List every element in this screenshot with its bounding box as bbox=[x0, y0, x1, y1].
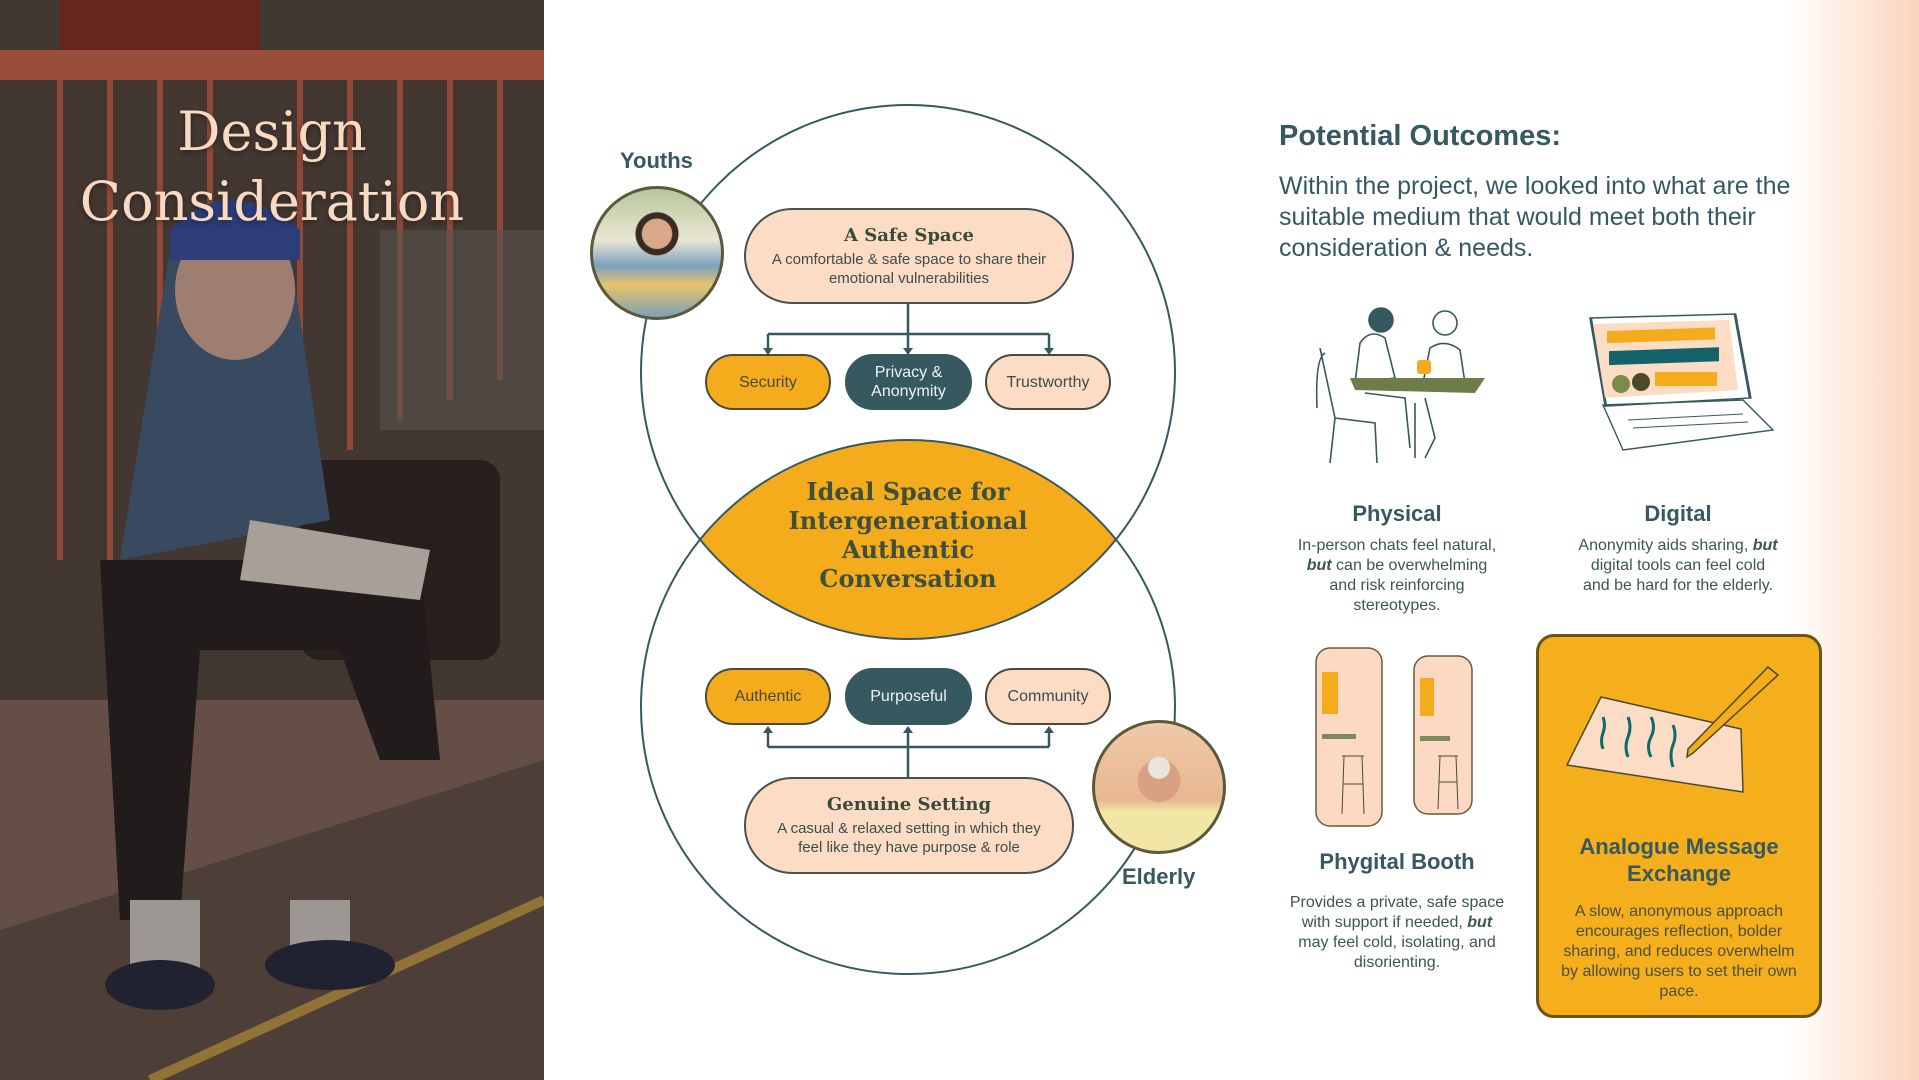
option-analogue-title: Analogue Message Exchange bbox=[1579, 834, 1779, 886]
desc-emphasis: but bbox=[1467, 914, 1493, 931]
option-digital-title: Digital bbox=[1644, 501, 1712, 526]
youths-label: Youths bbox=[620, 148, 693, 173]
elderly-man-reading-photo bbox=[0, 0, 544, 1080]
pill-trustworthy: Trustworthy bbox=[985, 354, 1111, 410]
option-physical-title: Physical bbox=[1352, 501, 1442, 526]
desc-emphasis: but bbox=[1752, 537, 1778, 554]
desc-text: Anonymity aids sharing, bbox=[1578, 537, 1753, 554]
letter-pencil-illustration bbox=[1565, 665, 1780, 793]
pill-privacy-anonymity: Privacy & Anonymity bbox=[845, 354, 972, 410]
elderly-circle bbox=[640, 439, 1176, 975]
youths-circle bbox=[640, 104, 1176, 640]
safe-space-box: A Safe Space A comfortable & safe space … bbox=[744, 208, 1074, 304]
genuine-setting-title: Genuine Setting bbox=[826, 794, 992, 815]
desc-text: Provides a private, safe space with supp… bbox=[1289, 894, 1505, 931]
option-phygital-desc: Provides a private, safe space with supp… bbox=[1287, 893, 1507, 973]
safe-space-desc: A comfortable & safe space to share thei… bbox=[771, 250, 1047, 287]
option-analogue-desc: A slow, anonymous approach encourages re… bbox=[1561, 903, 1797, 1000]
pill-purposeful: Purposeful bbox=[845, 668, 972, 725]
desc-text: In-person chats feel natural, bbox=[1297, 537, 1497, 554]
genuine-setting-desc: A casual & relaxed setting in which they… bbox=[777, 820, 1041, 856]
physical-illustration bbox=[1315, 307, 1485, 464]
desc-text: may feel cold, isolating, and disorienti… bbox=[1298, 934, 1496, 971]
pill-authentic: Authentic bbox=[705, 668, 831, 725]
pill-security: Security bbox=[705, 354, 831, 410]
digital-laptop-illustration bbox=[1589, 313, 1775, 451]
elderly-label: Elderly bbox=[1122, 864, 1196, 889]
outcomes-intro: Within the project, we looked into what … bbox=[1279, 172, 1791, 262]
desc-emphasis: but bbox=[1306, 557, 1332, 574]
option-physical-desc: In-person chats feel natural, but can be… bbox=[1297, 536, 1497, 616]
elderly-avatar bbox=[1092, 720, 1226, 854]
option-phygital-title: Phygital Booth bbox=[1319, 849, 1475, 874]
title-design: Design bbox=[177, 100, 367, 163]
pill-community: Community bbox=[985, 668, 1111, 725]
title-consideration: Consideration bbox=[79, 170, 465, 233]
option-digital-desc: Anonymity aids sharing, but digital tool… bbox=[1578, 536, 1778, 596]
bottom-connectors bbox=[766, 731, 1051, 777]
safe-space-title: A Safe Space bbox=[843, 224, 975, 246]
top-connectors bbox=[766, 304, 1051, 350]
genuine-setting-box: Genuine Setting A casual & relaxed setti… bbox=[744, 777, 1074, 874]
photo-panel: Design Consideration bbox=[0, 0, 544, 1080]
center-concept: Ideal Space for Intergenerational Authen… bbox=[788, 477, 1028, 593]
desc-text: can be overwhelming and risk reinforcing… bbox=[1329, 557, 1488, 614]
phygital-booth-illustration bbox=[1315, 647, 1473, 827]
youth-avatar bbox=[590, 186, 724, 320]
desc-text: digital tools can feel cold and be hard … bbox=[1582, 557, 1774, 594]
intersection-lens bbox=[641, 440, 1175, 639]
outcomes-heading: Potential Outcomes: bbox=[1279, 120, 1561, 152]
analogue-message-card: Analogue Message Exchange A slow, anonym… bbox=[1536, 634, 1822, 1018]
